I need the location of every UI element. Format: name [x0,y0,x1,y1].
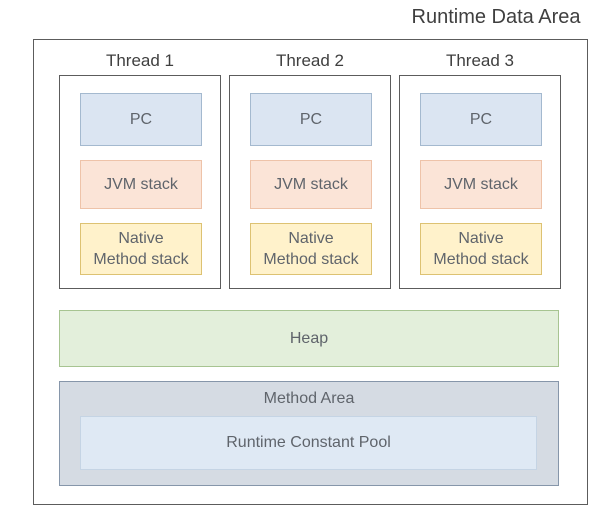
thread-2-box: PC JVM stack Native Method stack [229,75,391,289]
native-method-stack-label: Native Method stack [93,230,189,268]
jvm-stack-box: JVM stack [250,160,372,209]
runtime-data-area-box: Thread 1 PC JVM stack Native Method stac… [33,39,588,505]
pc-box: PC [250,93,372,146]
method-area-box: Method Area Runtime Constant Pool [59,381,559,486]
pc-label: PC [129,110,153,128]
jvm-stack-box: JVM stack [420,160,542,209]
jvm-stack-label: JVM stack [274,175,348,193]
native-method-stack-box: Native Method stack [250,223,372,275]
pc-box: PC [80,93,202,146]
runtime-constant-pool-label: Runtime Constant Pool [226,434,391,451]
pc-box: PC [420,93,542,146]
pc-label: PC [469,110,493,128]
native-method-stack-label: Native Method stack [263,230,359,268]
method-area-label: Method Area [263,390,355,407]
thread-3-box: PC JVM stack Native Method stack [399,75,561,289]
heap-box: Heap [59,310,559,367]
pc-label: PC [299,110,323,128]
thread-1-box: PC JVM stack Native Method stack [59,75,221,289]
jvm-stack-label: JVM stack [104,175,178,193]
runtime-constant-pool-box: Runtime Constant Pool [80,416,537,470]
heap-label: Heap [289,329,329,347]
native-method-stack-box: Native Method stack [80,223,202,275]
native-method-stack-box: Native Method stack [420,223,542,275]
jvm-stack-box: JVM stack [80,160,202,209]
native-method-stack-label: Native Method stack [433,230,529,268]
thread-1-label: Thread 1 [105,51,175,70]
jvm-stack-label: JVM stack [444,175,518,193]
diagram-title: Runtime Data Area [411,6,581,28]
thread-3-label: Thread 3 [445,51,515,70]
thread-2-label: Thread 2 [275,51,345,70]
